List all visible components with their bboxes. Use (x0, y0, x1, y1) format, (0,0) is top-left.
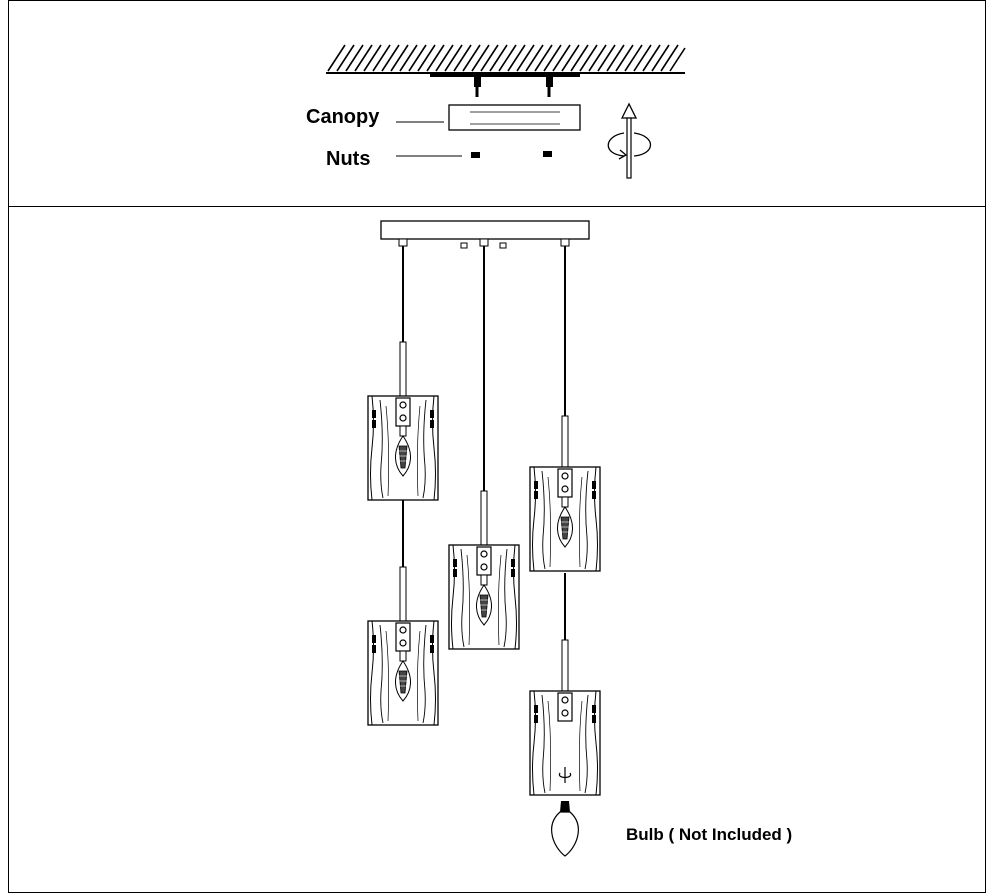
bulb-label: Bulb ( Not Included ) (626, 825, 792, 844)
nuts (471, 151, 552, 158)
mounting-bracket (430, 72, 580, 97)
pendant-shade-left-lower (367, 620, 439, 726)
canopy (448, 104, 581, 131)
nuts-label: Nuts (326, 148, 370, 170)
rotate-arrow-icon (607, 102, 652, 179)
bulb-icon (551, 801, 579, 857)
canopy-plate (380, 220, 590, 249)
canopy-label: Canopy (306, 106, 380, 128)
pendant-cords (399, 246, 569, 693)
ceiling (326, 44, 686, 74)
pendant-shade-middle (448, 544, 520, 650)
outer-border (8, 0, 986, 893)
bulb-rotate-icon (558, 767, 572, 783)
pendant-shade-right-upper (529, 466, 601, 572)
pendant-shade-left-upper (367, 395, 439, 501)
